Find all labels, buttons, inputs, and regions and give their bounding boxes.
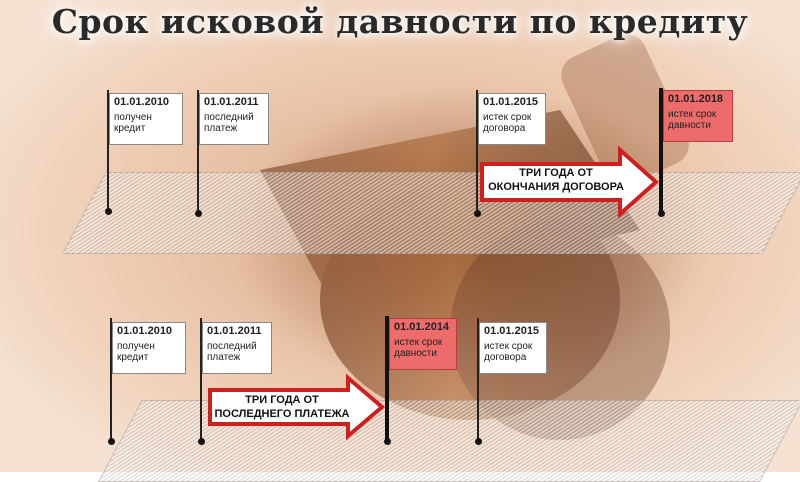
flag-description: истек срок договора (484, 341, 533, 363)
timeline-point (105, 208, 112, 215)
flag-top-2: 01.01.2011 последний платеж (199, 93, 269, 145)
timeline-point (198, 438, 205, 445)
timeline-point (108, 438, 115, 445)
arrow-top-label: ТРИ ГОДА ОТ ОКОНЧАНИЯ ДОГОВОРА (488, 167, 624, 193)
flag-pole (110, 318, 112, 442)
flag-date: 01.01.2011 (207, 325, 262, 337)
flag-pole (197, 90, 199, 212)
timeline-point (474, 210, 481, 217)
flag-description: истек срок давности (668, 109, 717, 131)
flag-pole-deadline (659, 88, 663, 214)
timeline-point (195, 210, 202, 217)
flag-date: 01.01.2010 (114, 96, 170, 108)
arrow-top (480, 145, 660, 219)
flag-description: истек срок давности (394, 337, 443, 359)
flag-description: получен кредит (114, 112, 152, 134)
flag-pole (107, 90, 109, 210)
flag-pole (200, 318, 202, 442)
flag-pole-deadline (385, 316, 389, 444)
flag-date: 01.01.2018 (668, 93, 724, 105)
flag-bottom-2: 01.01.2011 последний платеж (202, 322, 272, 374)
flag-pole (477, 318, 479, 442)
page-title: Срок исковой давности по кредиту (51, 2, 749, 41)
timeline-band-top (62, 172, 800, 254)
flag-description: истек срок договора (483, 112, 532, 134)
flag-pole (476, 90, 478, 212)
flag-description: получен кредит (117, 341, 155, 363)
flag-date: 01.01.2010 (117, 325, 173, 337)
flag-date: 01.01.2015 (484, 325, 540, 337)
arrow-bottom (208, 373, 386, 441)
flag-top-deadline: 01.01.2018 истек срок давности (663, 90, 733, 142)
flag-top-3: 01.01.2015 истек срок договора (478, 93, 546, 145)
flag-bottom-1: 01.01.2010 получен кредит (112, 322, 186, 374)
flag-bottom-deadline: 01.01.2014 истек срок давности (389, 318, 457, 370)
timeline-point (384, 438, 391, 445)
arrow-bottom-label: ТРИ ГОДА ОТ ПОСЛЕДНЕГО ПЛАТЕЖА (214, 394, 350, 420)
flag-date: 01.01.2014 (394, 321, 450, 333)
flag-bottom-4: 01.01.2015 истек срок договора (479, 322, 547, 374)
timeline-point (475, 438, 482, 445)
flag-description: последний платеж (204, 112, 254, 134)
flag-date: 01.01.2011 (204, 96, 259, 108)
timeline-point (658, 210, 665, 217)
flag-description: последний платеж (207, 341, 257, 363)
flag-date: 01.01.2015 (483, 96, 539, 108)
flag-top-1: 01.01.2010 получен кредит (109, 93, 183, 145)
